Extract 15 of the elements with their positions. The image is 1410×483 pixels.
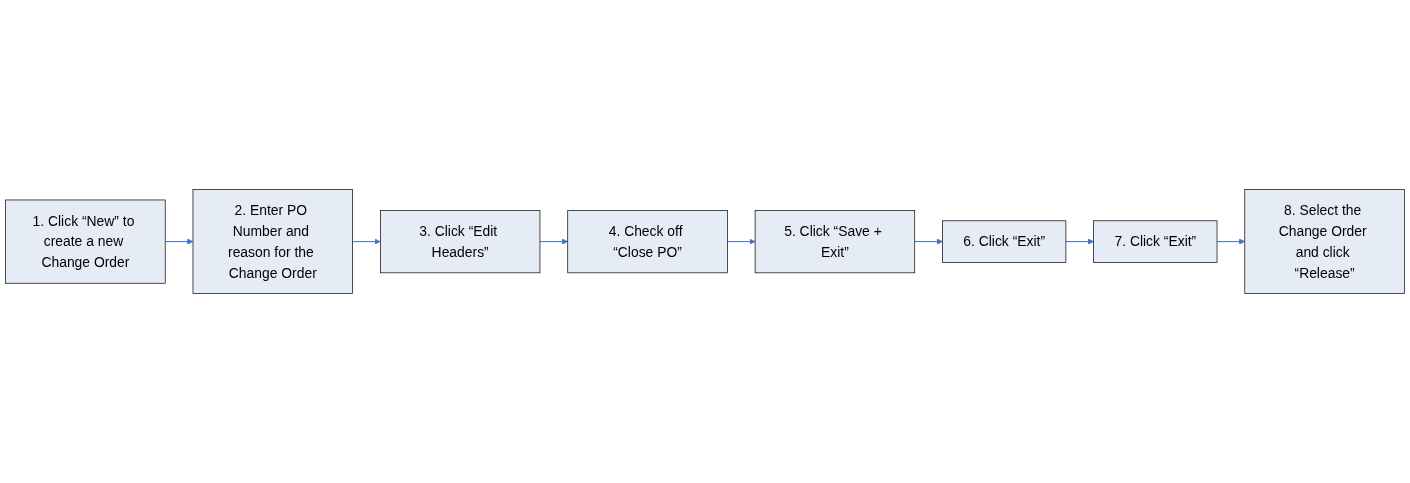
arrow	[352, 238, 381, 245]
node-box: 4. Check off “Close PO”	[567, 209, 728, 274]
node-box: 3. Click “Edit Headers”	[380, 209, 541, 274]
node-box: 5. Click “Save + Exit”	[754, 209, 916, 274]
arrow	[726, 238, 756, 245]
arrow	[164, 238, 194, 245]
node-box: 7. Click “Exit”	[1093, 220, 1218, 263]
node-box: 2. Enter PO Number and reason for the Change Order	[192, 189, 353, 294]
arrow	[1216, 238, 1246, 245]
arrow	[539, 238, 568, 245]
node-box: 6. Click “Exit”	[942, 220, 1067, 263]
arrow	[914, 238, 943, 245]
node-box: 1. Click “New” to create a new Change Order	[5, 199, 166, 284]
arrow	[1065, 238, 1094, 245]
node-box: 8. Select the Change Order and click “Release”	[1244, 189, 1405, 294]
